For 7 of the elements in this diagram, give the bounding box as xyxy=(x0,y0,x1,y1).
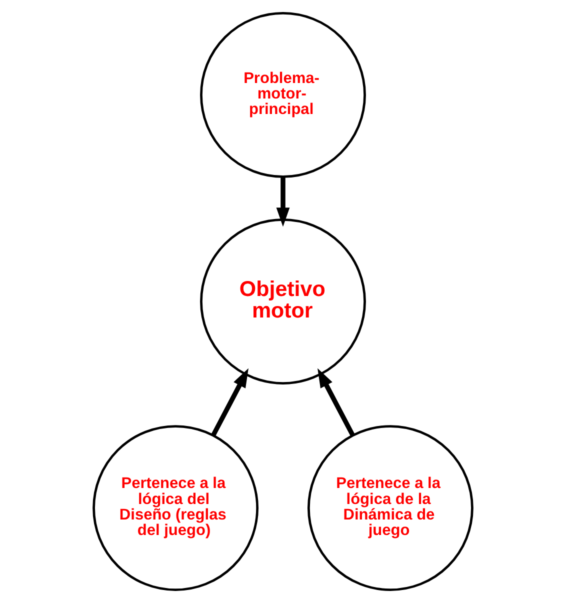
node-circle: Problema- motor- principal xyxy=(200,12,366,178)
arrow xyxy=(276,176,290,227)
node-circle: Pertenece a la lógica de la Dinámica de juego xyxy=(307,425,474,592)
node-circle: Objetivo motor xyxy=(200,218,366,384)
node-circle: Pertenece a la lógica del Diseño (reglas del juego) xyxy=(92,425,259,592)
arrow xyxy=(318,368,355,436)
arrow xyxy=(211,368,248,436)
